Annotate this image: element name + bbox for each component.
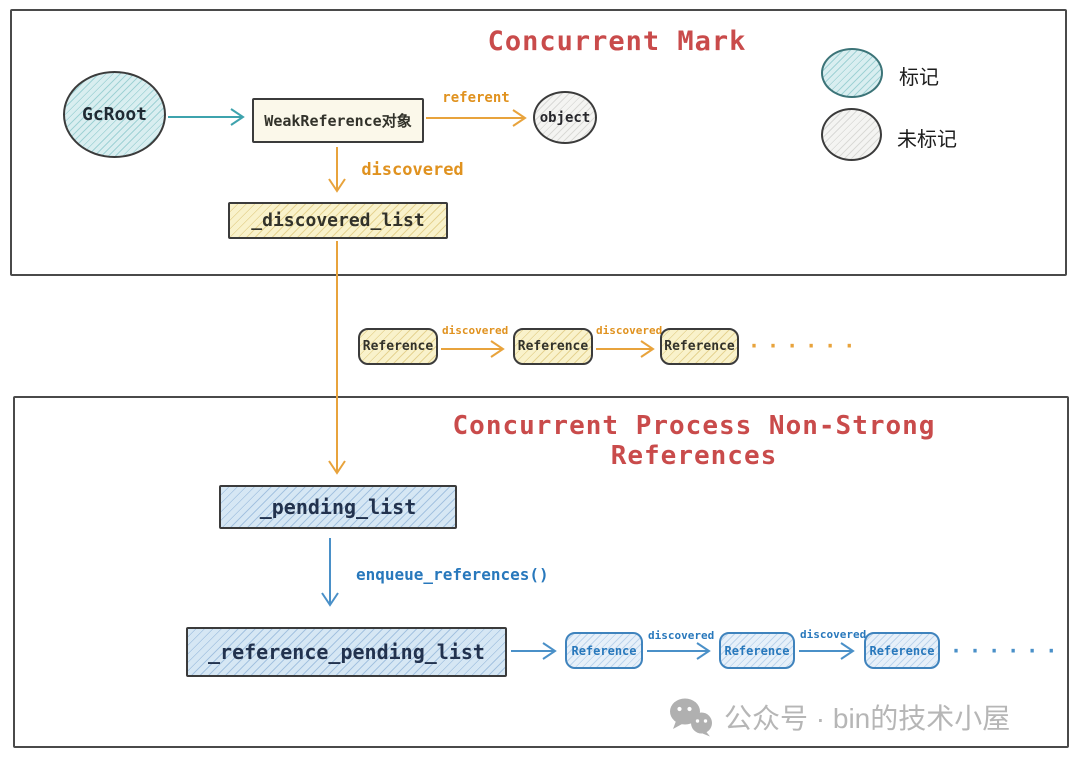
middle-chain-ellipsis: ······ <box>748 334 863 358</box>
concurrent-mark-frame <box>10 9 1067 276</box>
enqueue-references-label: enqueue_references() <box>356 565 549 584</box>
bottom-chain-node-1: Reference <box>565 632 643 669</box>
discovered-edge-label: discovered <box>361 160 464 180</box>
reference-pending-list-label: _reference_pending_list <box>208 640 485 664</box>
concurrent-mark-title: Concurrent Mark <box>487 26 747 57</box>
watermark-text: 公众号 · bin的技术小屋 <box>724 703 1011 734</box>
bottom-chain-node-3-label: Reference <box>869 643 935 658</box>
middle-chain-edge-label-1: discovered <box>442 324 509 337</box>
weakref-node: WeakReference对象 <box>252 98 424 143</box>
pending-list-node: _pending_list <box>219 485 457 529</box>
legend-unmarked-label: 未标记 <box>897 129 957 151</box>
discovered-list-label: _discovered_list <box>251 210 425 231</box>
gcroot-label: GcRoot <box>81 104 148 125</box>
bottom-chain-edge-label-1: discovered <box>648 629 715 642</box>
middle-chain-node-3: Reference <box>660 328 739 365</box>
pending-list-label: _pending_list <box>259 495 417 519</box>
object-label: object <box>539 109 591 126</box>
reference-pending-list-node: _reference_pending_list <box>186 627 507 677</box>
concurrent-process-frame <box>13 396 1069 748</box>
legend-marked-label: 标记 <box>899 67 939 89</box>
bottom-chain-node-3: Reference <box>864 632 940 669</box>
gcroot-node: GcRoot <box>63 71 166 158</box>
weakref-label: WeakReference对象 <box>264 112 412 130</box>
bottom-chain-ellipsis: ······ <box>950 639 1065 663</box>
bottom-chain-node-2: Reference <box>719 632 795 669</box>
middle-chain-node-1: Reference <box>358 328 438 365</box>
legend-marked-swatch <box>821 48 883 98</box>
middle-chain-edge-label-2: discovered <box>596 324 663 337</box>
legend-unmarked-swatch <box>821 108 882 161</box>
watermark: 公众号 · bin的技术小屋 <box>668 697 1010 737</box>
wechat-icon <box>670 698 712 737</box>
middle-chain-node-2: Reference <box>513 328 593 365</box>
discovered-list-node: _discovered_list <box>228 202 448 239</box>
middle-chain-node-1-label: Reference <box>362 339 434 354</box>
concurrent-process-title: Concurrent Process Non-Strong References <box>452 411 936 471</box>
object-node: object <box>533 91 597 144</box>
bottom-chain-node-2-label: Reference <box>724 643 790 658</box>
middle-chain-node-2-label: Reference <box>517 339 589 354</box>
bottom-chain-edge-label-2: discovered <box>800 628 867 641</box>
referent-edge-label: referent <box>442 90 510 106</box>
bottom-chain-node-1-label: Reference <box>571 643 637 658</box>
middle-chain-node-3-label: Reference <box>664 339 735 354</box>
